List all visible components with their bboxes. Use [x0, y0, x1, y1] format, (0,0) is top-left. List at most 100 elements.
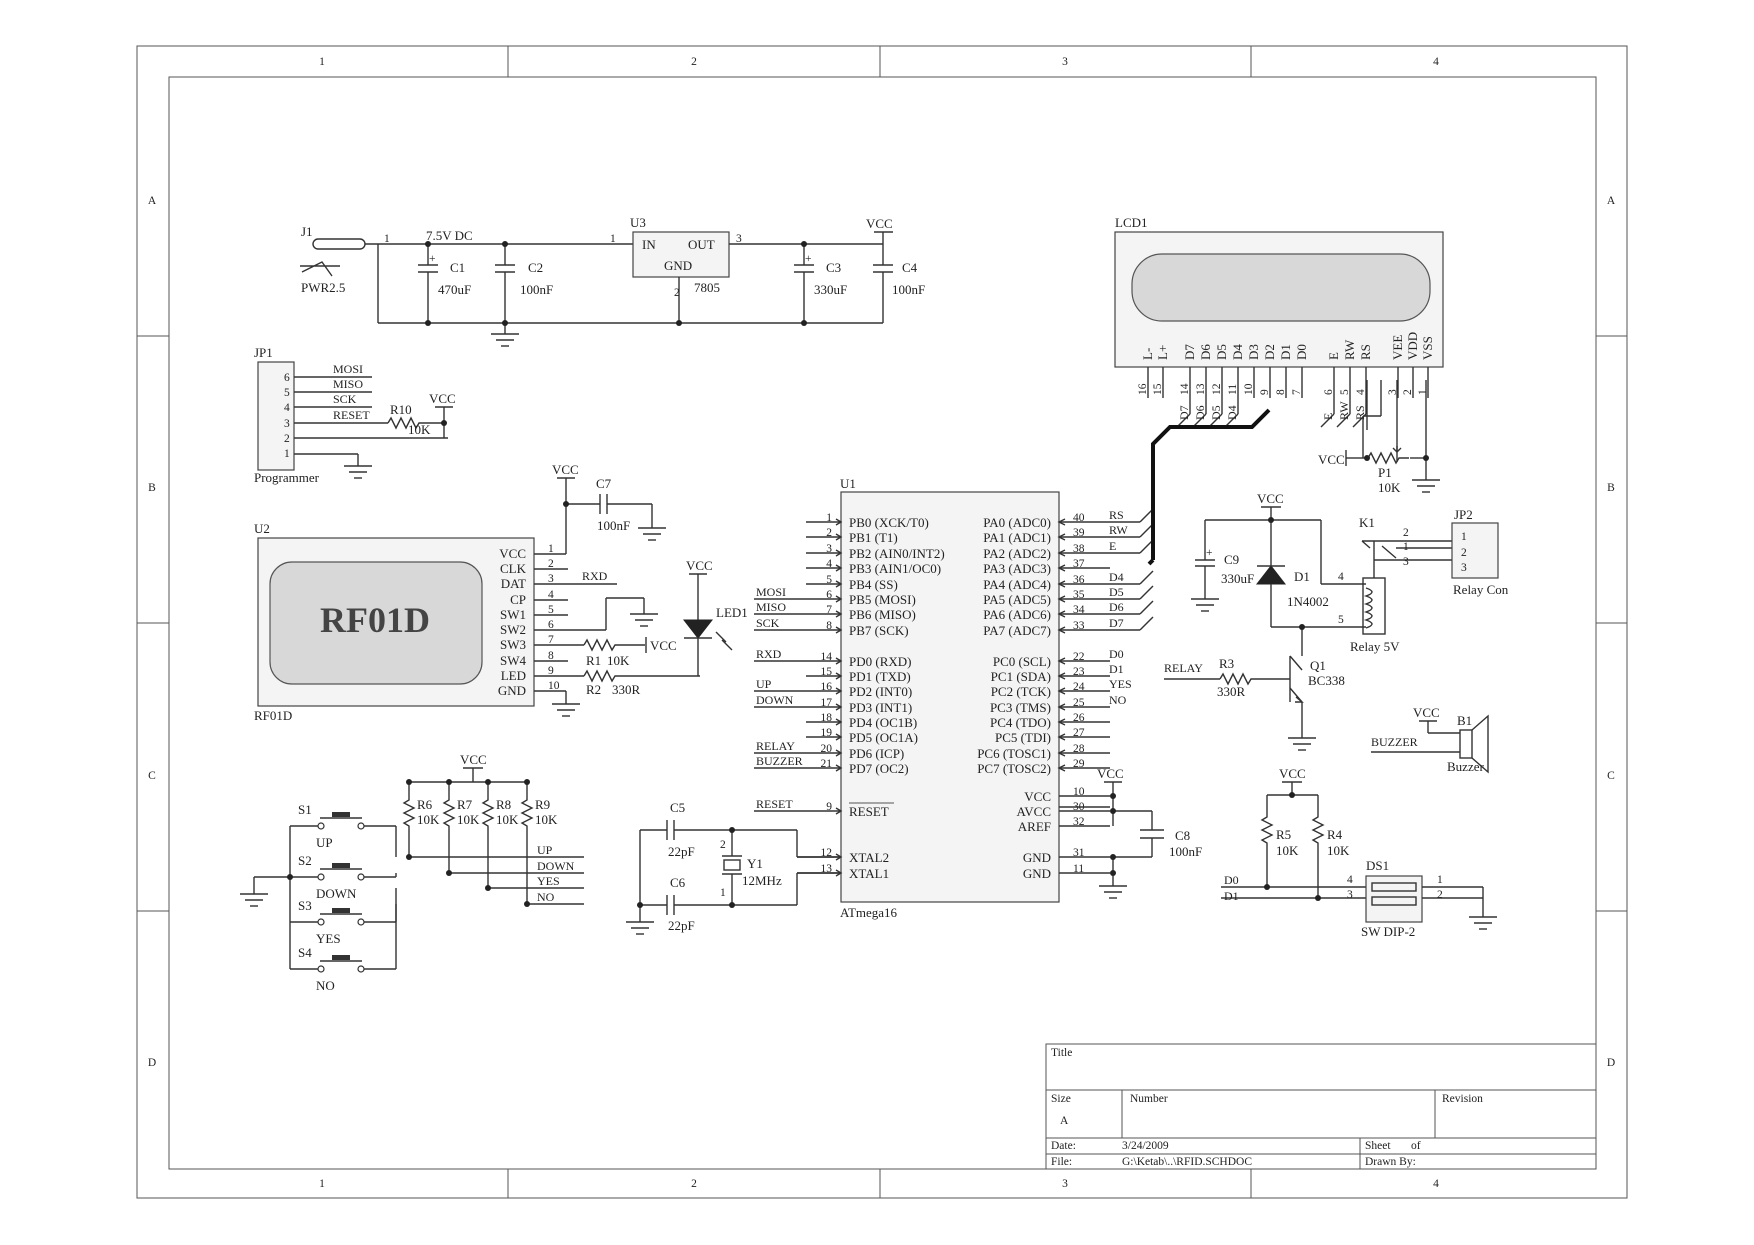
- net-rxd-u1: RXD: [756, 647, 782, 661]
- col-label-4-bottom: 4: [1433, 1178, 1439, 1190]
- row-label-a-right: A: [1607, 195, 1616, 207]
- y1-value: 12MHz: [742, 873, 782, 888]
- u1-pin-24: PC2 (TCK): [991, 684, 1051, 699]
- net-rw-u1: RW: [1109, 523, 1128, 537]
- svg-text:SW1: SW1: [500, 607, 526, 622]
- u1-pin-25: PC3 (TMS): [990, 700, 1051, 715]
- lcd1-ref: LCD1: [1115, 215, 1148, 230]
- jp1-body: [257, 361, 295, 471]
- jp1-ref: JP1: [254, 345, 273, 360]
- q1-type: BC338: [1308, 673, 1345, 688]
- col-label-3-bottom: 3: [1062, 1178, 1068, 1190]
- row-label-b-right: B: [1607, 482, 1615, 494]
- lcd1-pin-e: E: [1326, 352, 1341, 360]
- svg-text:+: +: [429, 253, 436, 265]
- lcd1-pin-d2: D2: [1262, 344, 1277, 360]
- lcd1-pin-num-8: 8: [1275, 389, 1287, 395]
- vcc-label-buzzer: VCC: [1413, 705, 1440, 720]
- svg-text:CLK: CLK: [500, 561, 527, 576]
- net-rs-u1: RS: [1109, 508, 1124, 522]
- svg-text:+: +: [1206, 547, 1213, 559]
- net-mosi-u1: MOSI: [756, 585, 786, 599]
- lcd1-pin-num-2: 2: [1402, 389, 1414, 395]
- net-yes-btn: YES: [537, 874, 560, 888]
- b1-buzzer: [1459, 729, 1473, 759]
- u1-pin-19: PD5 (OC1A): [849, 730, 918, 745]
- c6-ref: C6: [670, 875, 686, 890]
- rf01d-label: RF01D: [320, 600, 430, 640]
- jp2-pin2: 2: [1461, 547, 1467, 559]
- u3-pin2: 2: [674, 287, 680, 299]
- u1-pin-num-12: 12: [821, 847, 833, 859]
- vcc-label-buttons: VCC: [460, 752, 487, 767]
- led1-diode: [682, 619, 714, 639]
- lcd1-pin-d4: D4: [1230, 344, 1245, 360]
- u1-pin-num-6: 6: [826, 589, 832, 601]
- net-rxd-u2: RXD: [582, 569, 608, 583]
- u1-pin-5: PB4 (SS): [849, 577, 898, 592]
- u1-pin-num-37: 37: [1073, 558, 1085, 570]
- net-rs-lcd: RS: [1353, 405, 1367, 420]
- j1-jack: [312, 238, 366, 250]
- col-label-2-bottom: 2: [691, 1178, 697, 1190]
- lcd1-pin-l: L+: [1155, 345, 1170, 360]
- net-e-u1: E: [1109, 539, 1116, 553]
- u1-pin-num-3: 3: [826, 543, 832, 555]
- u1-pin-num-35: 35: [1073, 589, 1085, 601]
- value-r9: 10K: [535, 812, 558, 827]
- net-sck-jp1: SCK: [333, 392, 357, 406]
- jp2-pin1: 1: [1461, 531, 1467, 543]
- u2-ref: U2: [254, 521, 270, 536]
- svg-text:LED: LED: [501, 668, 526, 683]
- pullup-r8: [481, 782, 495, 888]
- y1-pin1: 1: [720, 887, 726, 899]
- c3-ref: C3: [826, 260, 841, 275]
- c8-value: 100nF: [1169, 844, 1202, 859]
- u1-pin-num-28: 28: [1073, 743, 1085, 755]
- r5-value: 10K: [1276, 843, 1299, 858]
- col-label-2-top: 2: [691, 56, 697, 68]
- relay-driver: VCC + C9 330uF D1 1N4002 4 5 K1 Relay 5V: [1164, 491, 1509, 751]
- u1-pin-2: PB1 (T1): [849, 530, 898, 545]
- switch-label-yes: YES: [316, 931, 341, 946]
- c6-value: 22pF: [668, 918, 695, 933]
- u1-pin-num-21: 21: [821, 758, 833, 770]
- u3-pin1: 1: [610, 233, 616, 245]
- net-d4-u1: D4: [1109, 570, 1124, 584]
- u1-pin-37: PA3 (ADC3): [983, 561, 1051, 576]
- jp2-name: Relay Con: [1453, 582, 1509, 597]
- ref-r7: R7: [457, 797, 473, 812]
- j1-type: PWR2.5: [301, 280, 345, 295]
- u1-body: [840, 491, 1060, 903]
- switch-label-up: UP: [316, 835, 333, 850]
- svg-text:DAT: DAT: [501, 576, 526, 591]
- c4-value: 100nF: [892, 282, 925, 297]
- u1-pin-36: PA4 (ADC4): [983, 577, 1051, 592]
- lcd1-screen: [1131, 253, 1431, 322]
- c1-ref: C1: [450, 260, 465, 275]
- net-sck-u1: SCK: [756, 616, 780, 630]
- number-label: Number: [1130, 1093, 1168, 1105]
- u1-pin-12: XTAL2: [849, 850, 889, 865]
- ref-r6: R6: [417, 797, 433, 812]
- c4-ref: C4: [902, 260, 918, 275]
- u1-pin-num-27: 27: [1073, 727, 1085, 739]
- lcd1-pin-num-11: 11: [1227, 384, 1239, 395]
- u1-pin-7: PB6 (MISO): [849, 607, 916, 622]
- ds1-pin3: 3: [1347, 889, 1353, 901]
- net-d0-dip: D0: [1224, 873, 1239, 887]
- lcd1-pin-d1: D1: [1278, 344, 1293, 360]
- r10-resistor: [387, 416, 444, 430]
- switch-label-no: NO: [316, 978, 335, 993]
- svg-text:4: 4: [284, 402, 290, 414]
- u1-pin-num-31: 31: [1073, 847, 1085, 859]
- lcd1-pin-num-7: 7: [1291, 389, 1303, 395]
- col-label-1-bottom: 1: [319, 1178, 325, 1190]
- net-up-btn: UP: [537, 843, 553, 857]
- svg-text:GND: GND: [498, 683, 526, 698]
- row-label-a-left: A: [148, 195, 157, 207]
- u1-pin-29: PC7 (TOSC2): [977, 761, 1051, 776]
